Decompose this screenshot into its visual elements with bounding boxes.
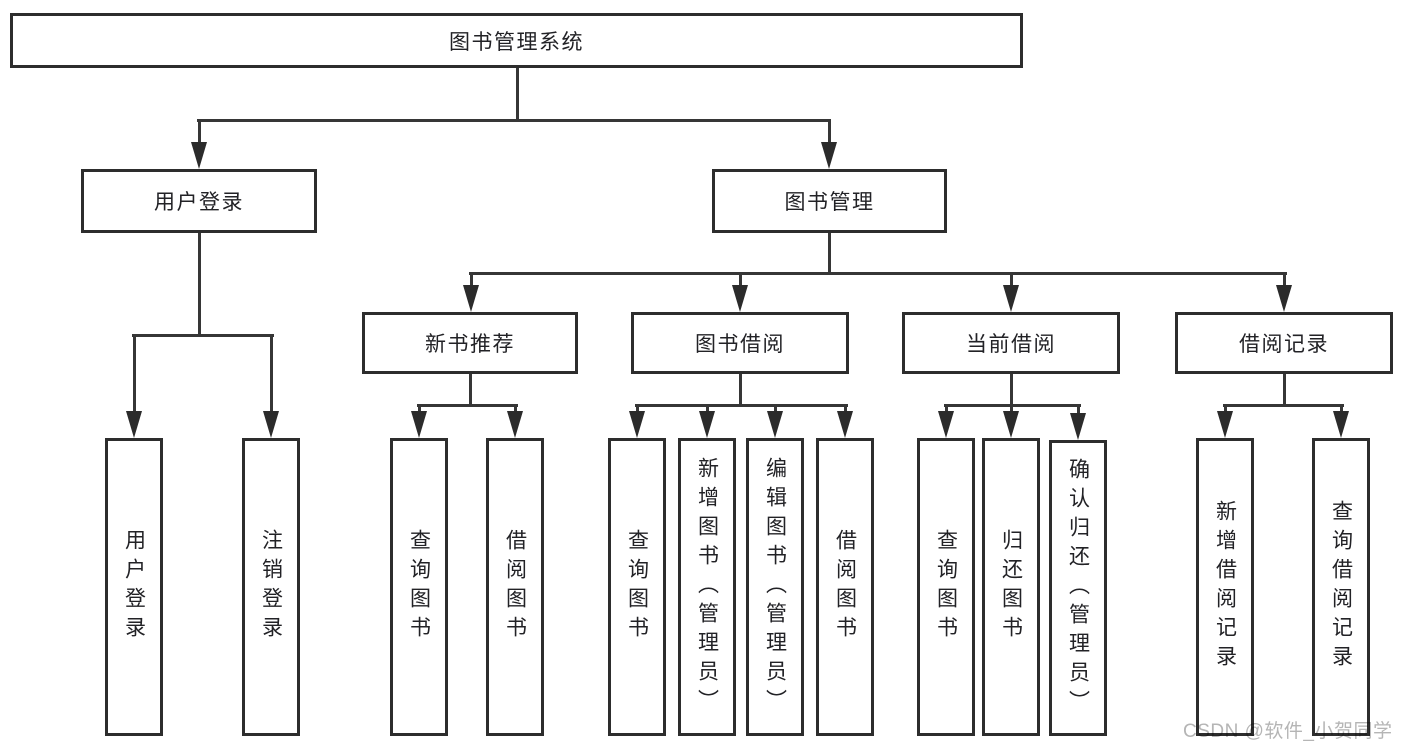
connector-arrow-line bbox=[636, 404, 639, 416]
connector-arrow-line bbox=[133, 334, 136, 414]
connector-arrow-line bbox=[1077, 404, 1080, 418]
connector-arrow-line bbox=[270, 334, 273, 414]
node-label: 借阅记录 bbox=[1239, 333, 1329, 356]
connector-arrow-line bbox=[1224, 404, 1227, 416]
connector-group-rail bbox=[635, 404, 848, 407]
node-label: 用户登录 bbox=[154, 191, 244, 214]
connector-user-login-rail bbox=[132, 334, 274, 337]
leaf-query-books: 查询图书 bbox=[917, 438, 975, 736]
connector-group-rail bbox=[1223, 404, 1344, 407]
leaf-label: 归还图书 bbox=[999, 529, 1023, 645]
arrowhead-down-icon bbox=[699, 411, 715, 438]
node-current-borrowing: 当前借阅 bbox=[902, 312, 1120, 374]
connector-arrow-line bbox=[470, 272, 473, 290]
leaf-label: 注销登录 bbox=[259, 529, 283, 645]
arrowhead-down-icon bbox=[837, 411, 853, 438]
leaf-query-borrow-record: 查询借阅记录 bbox=[1312, 438, 1370, 736]
connector-group-stem bbox=[1283, 374, 1286, 407]
leaf-label: 借阅图书 bbox=[503, 529, 527, 645]
leaf-query-books: 查询图书 bbox=[390, 438, 448, 736]
arrowhead-down-icon bbox=[411, 411, 427, 438]
node-user-login: 用户登录 bbox=[81, 169, 317, 233]
node-book-management: 图书管理 bbox=[712, 169, 947, 233]
leaf-label: 编辑图书（管理员） bbox=[763, 456, 787, 718]
connector-group-stem bbox=[739, 374, 742, 407]
connector-group-stem bbox=[1010, 374, 1013, 407]
connector-group-stem bbox=[469, 374, 472, 407]
connector-arrow-line bbox=[739, 272, 742, 290]
arrowhead-down-icon bbox=[126, 411, 142, 438]
arrowhead-down-icon bbox=[938, 411, 954, 438]
leaf-label: 查询图书 bbox=[625, 529, 649, 645]
node-new-book-recommend: 新书推荐 bbox=[362, 312, 578, 374]
arrowhead-down-icon bbox=[1217, 411, 1233, 438]
connector-level3-rail bbox=[469, 272, 1287, 275]
arrowhead-down-icon bbox=[1003, 411, 1019, 438]
arrowhead-down-icon bbox=[1070, 413, 1086, 440]
arrowhead-down-icon bbox=[463, 285, 479, 312]
connector-level2-rail bbox=[197, 119, 831, 122]
node-label: 图书管理 bbox=[784, 191, 875, 214]
connector-arrow-line bbox=[828, 119, 831, 149]
leaf-add-borrow-record: 新增借阅记录 bbox=[1196, 438, 1254, 736]
connector-arrow-line bbox=[198, 119, 201, 149]
node-borrowing-records: 借阅记录 bbox=[1175, 312, 1393, 374]
leaf-edit-books-admin: 编辑图书（管理员） bbox=[746, 438, 804, 736]
arrowhead-down-icon bbox=[629, 411, 645, 438]
arrowhead-down-icon bbox=[507, 411, 523, 438]
connector-arrow-line bbox=[945, 404, 948, 416]
leaf-add-books-admin: 新增图书（管理员） bbox=[678, 438, 736, 736]
leaf-confirm-return-admin: 确认归还（管理员） bbox=[1049, 440, 1107, 736]
connector-book-management-stem bbox=[828, 233, 831, 275]
arrowhead-down-icon bbox=[263, 411, 279, 438]
connector-arrow-line bbox=[1283, 272, 1286, 290]
node-label: 图书借阅 bbox=[695, 333, 785, 356]
leaf-label: 查询借阅记录 bbox=[1329, 500, 1353, 674]
arrowhead-down-icon bbox=[1333, 411, 1349, 438]
connector-arrow-line bbox=[514, 404, 517, 416]
arrowhead-down-icon bbox=[821, 142, 837, 169]
connector-arrow-line bbox=[844, 404, 847, 416]
arrowhead-down-icon bbox=[732, 285, 748, 312]
connector-root-stem bbox=[516, 68, 519, 121]
connector-arrow-line bbox=[706, 404, 709, 416]
connector-arrow-line bbox=[1340, 404, 1343, 416]
csdn-watermark: CSDN @软件_小贺同学 bbox=[1183, 721, 1393, 742]
leaf-borrow-books: 借阅图书 bbox=[816, 438, 874, 736]
leaf-label: 确认归还（管理员） bbox=[1066, 457, 1090, 719]
node-label: 新书推荐 bbox=[425, 333, 515, 356]
node-library-management-system: 图书管理系统 bbox=[10, 13, 1023, 68]
node-label: 图书管理系统 bbox=[449, 30, 584, 54]
leaf-label: 查询图书 bbox=[407, 529, 431, 645]
leaf-label: 查询图书 bbox=[934, 529, 958, 645]
connector-group-rail bbox=[417, 404, 518, 407]
connector-arrow-line bbox=[1010, 272, 1013, 290]
connector-arrow-line bbox=[418, 404, 421, 416]
arrowhead-down-icon bbox=[191, 142, 207, 169]
leaf-query-books: 查询图书 bbox=[608, 438, 666, 736]
node-book-borrowing: 图书借阅 bbox=[631, 312, 849, 374]
arrowhead-down-icon bbox=[1003, 285, 1019, 312]
leaf-return-books: 归还图书 bbox=[982, 438, 1040, 736]
leaf-label: 用户登录 bbox=[122, 529, 146, 645]
leaf-borrow-books: 借阅图书 bbox=[486, 438, 544, 736]
leaf-label: 新增图书（管理员） bbox=[695, 456, 719, 718]
arrowhead-down-icon bbox=[1276, 285, 1292, 312]
connector-user-login-stem bbox=[198, 233, 201, 337]
arrowhead-down-icon bbox=[767, 411, 783, 438]
leaf-label: 新增借阅记录 bbox=[1213, 500, 1237, 674]
leaf-user-login: 用户登录 bbox=[105, 438, 163, 736]
connector-arrow-line bbox=[774, 404, 777, 416]
leaf-label: 借阅图书 bbox=[833, 529, 857, 645]
connector-arrow-line bbox=[1010, 404, 1013, 416]
leaf-logout: 注销登录 bbox=[242, 438, 300, 736]
node-label: 当前借阅 bbox=[966, 333, 1056, 356]
